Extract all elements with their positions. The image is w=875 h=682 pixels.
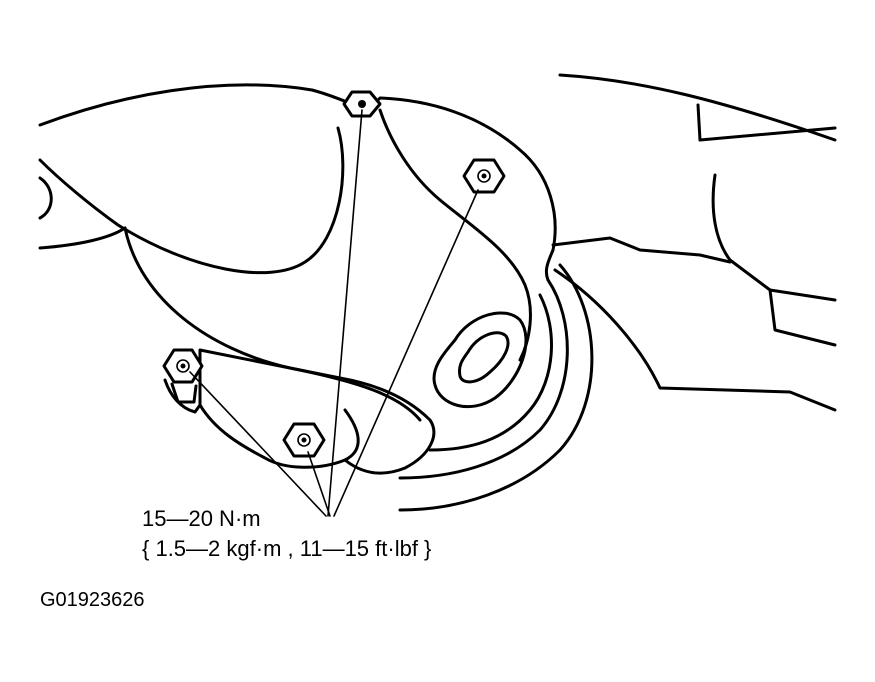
transmission-case-step [696, 103, 837, 142]
lower-plate-outline [198, 348, 436, 475]
bracket-inner-shoulder [378, 108, 532, 362]
lower-plate-lip [343, 408, 360, 462]
torque-spec-metric: 15—20 N·m [142, 506, 261, 531]
bolt-left [162, 348, 204, 404]
flange-outer-arc [398, 263, 594, 512]
leader-lines [189, 109, 479, 517]
flange-mid-arc [398, 278, 569, 480]
bolt-center [282, 422, 326, 458]
slot-hole-outer [432, 311, 528, 409]
bracket-body-outline [310, 88, 557, 282]
transmission-case-base [553, 268, 837, 412]
slot-hole-inner [458, 331, 510, 384]
left-boss-outline [38, 176, 53, 220]
transmission-case-top [558, 73, 837, 142]
figure-id: G01923626 [40, 589, 145, 611]
bolt-top-left [342, 90, 382, 118]
flange-inner-arc [428, 293, 553, 452]
transmission-case-lower [551, 236, 732, 264]
arm-housing-lower-edge [38, 226, 127, 250]
transmission-case-right [768, 288, 837, 302]
torque-spec-conversions: { 1.5—2 kgf·m , 11—15 ft·lbf } [142, 536, 432, 561]
arm-housing-top-edge [38, 83, 314, 127]
bolt-upper-right [462, 158, 506, 194]
transmission-case-side [711, 173, 837, 347]
arm-housing-inner-curve [38, 126, 345, 275]
